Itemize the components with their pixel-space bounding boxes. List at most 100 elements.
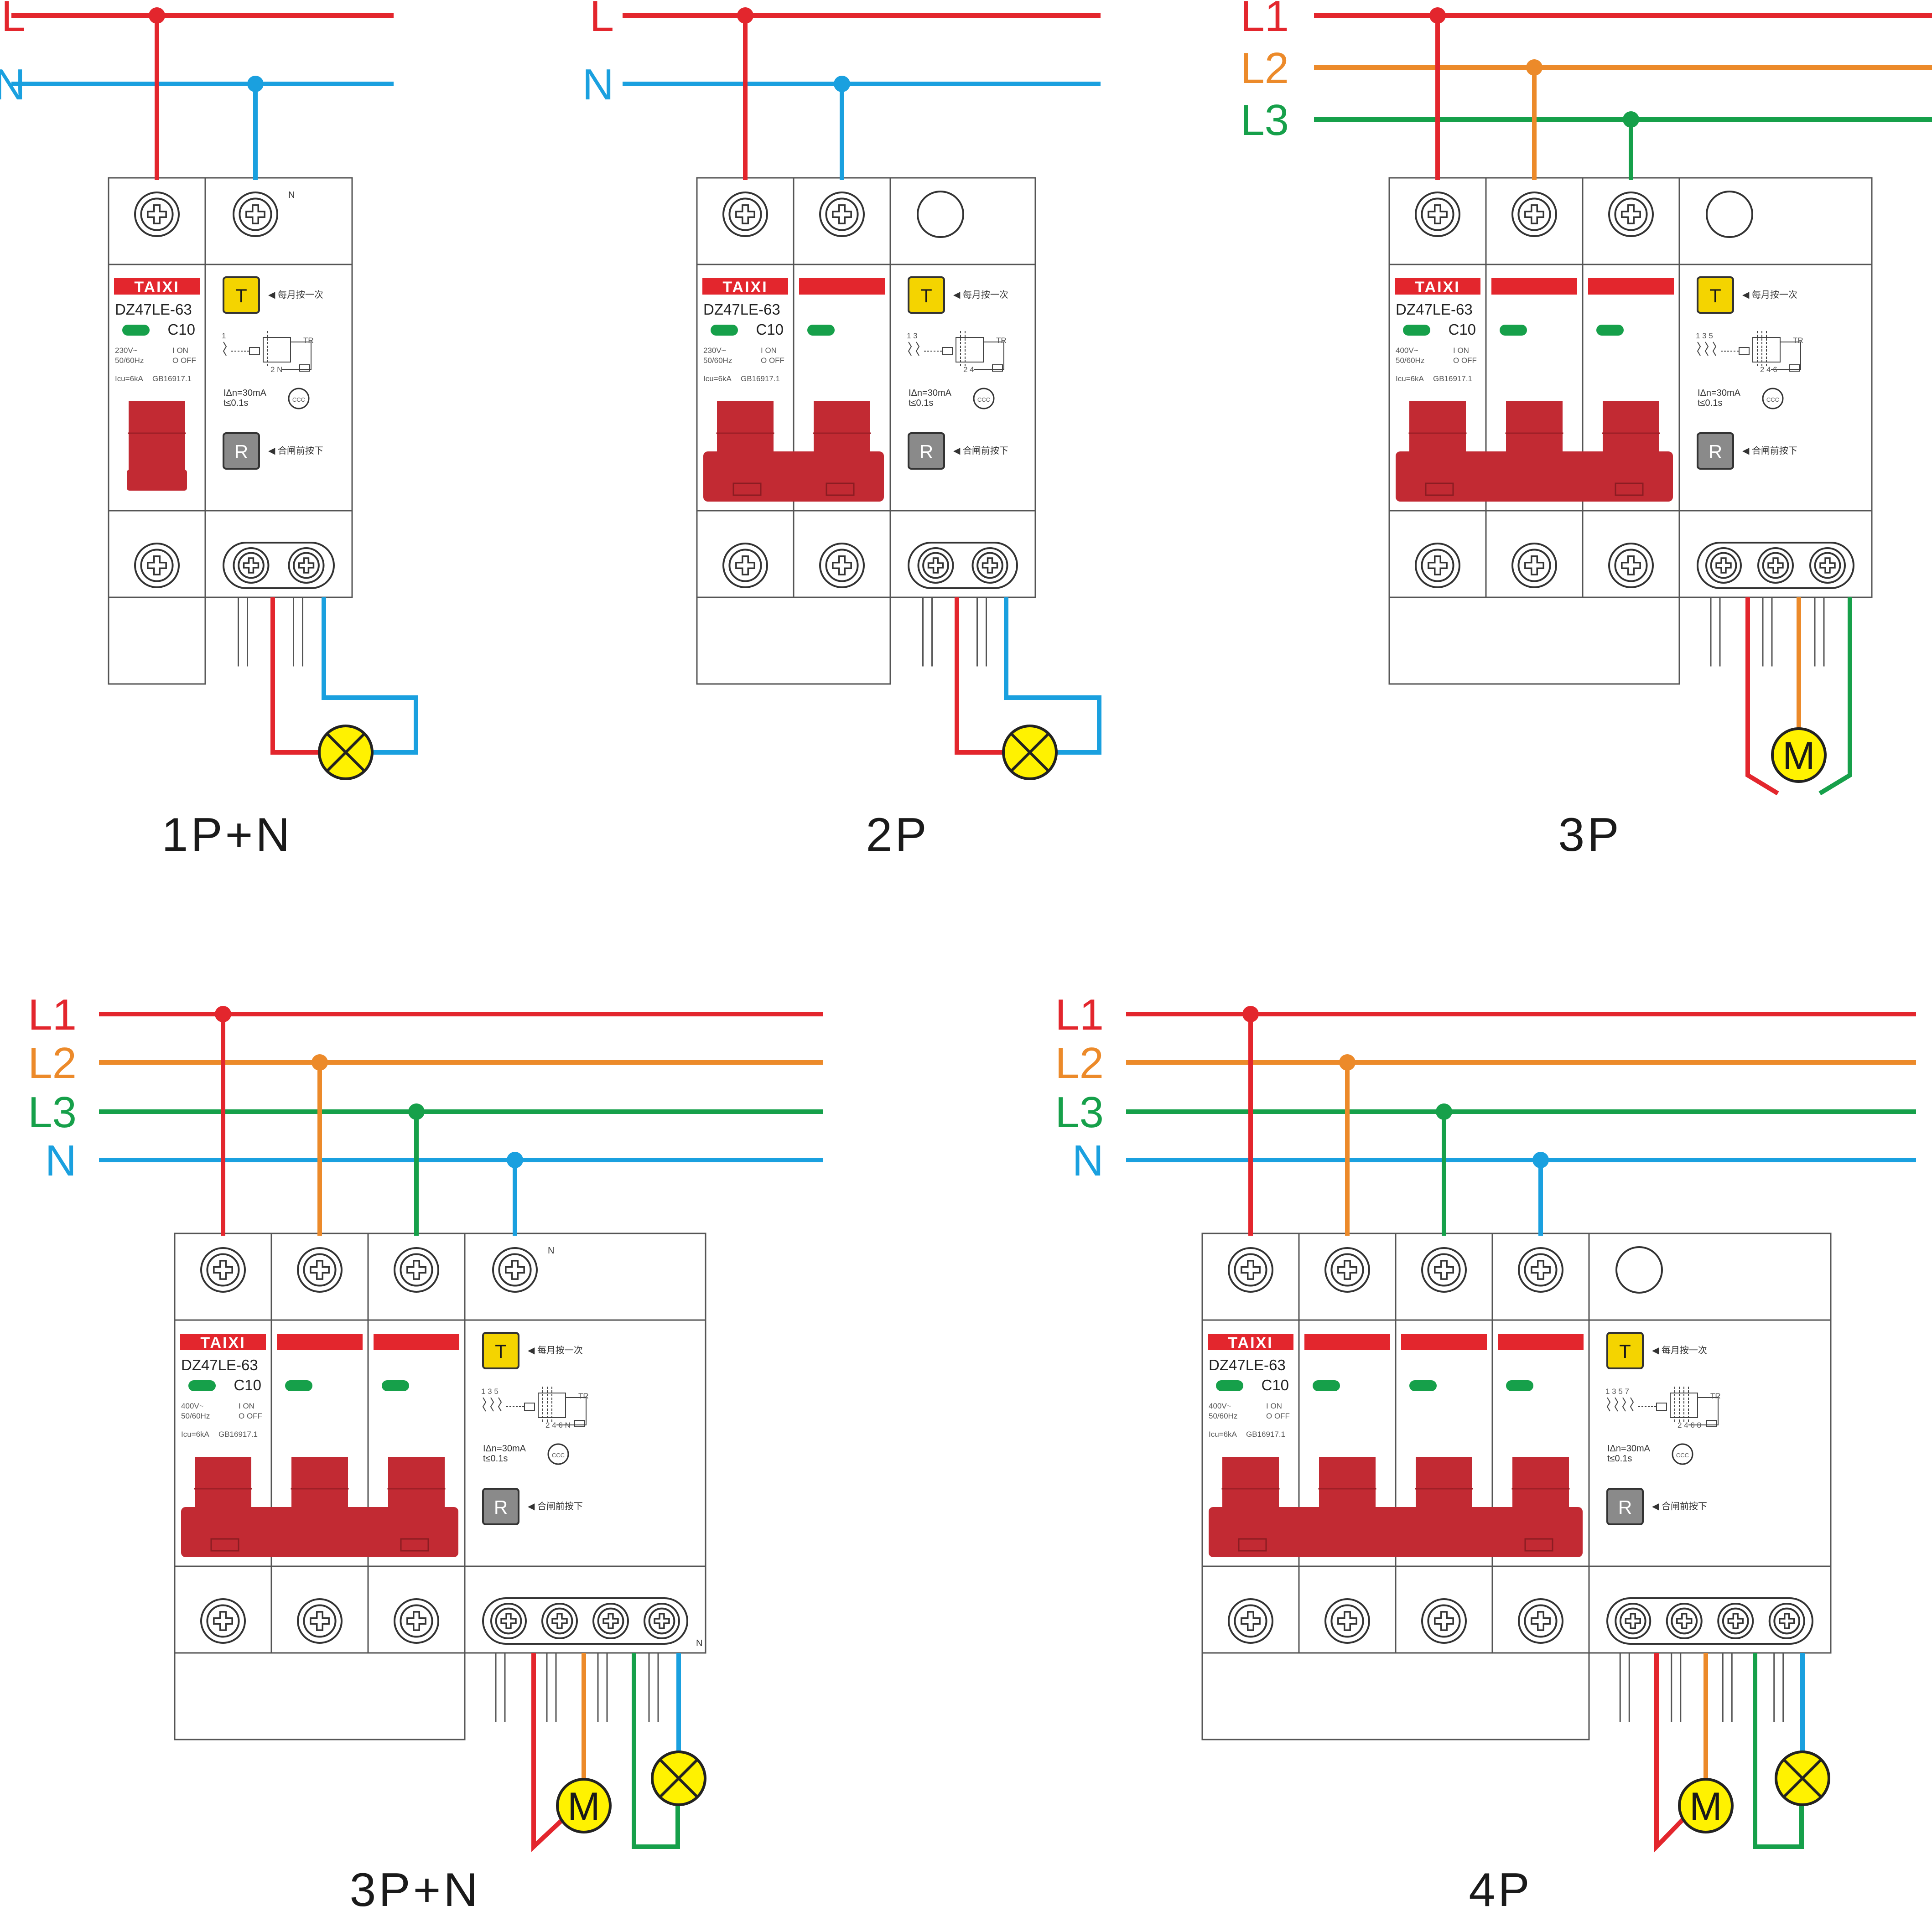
reset-note: ◀ 合闸前按下	[1742, 445, 1797, 456]
symbol-bottom-labels: 2 4 6	[1760, 365, 1777, 374]
load-wire-l1	[1745, 597, 1779, 796]
bottom-terminal-screw-icon	[134, 543, 180, 588]
status-indicator	[188, 1380, 216, 1391]
line-label-n: N	[1072, 1136, 1104, 1185]
voltage-label: 400V~	[1396, 346, 1418, 355]
status-indicator	[382, 1380, 409, 1391]
junction-dot	[149, 7, 165, 24]
voltage-label: 400V~	[1209, 1402, 1231, 1410]
symbol-terminal-labels: 1	[222, 331, 226, 340]
handle-tie-bar	[1209, 1507, 1583, 1557]
junction-dot	[215, 1006, 231, 1022]
bottom-terminal-screw-icon	[1608, 543, 1654, 588]
motor-letter: M	[567, 1785, 600, 1828]
tie-bar-slot	[732, 482, 762, 496]
tie-bar-slot	[1238, 1538, 1267, 1552]
icu-label: Icu=6kA	[115, 374, 144, 383]
lamp-load-icon	[651, 1750, 706, 1806]
standard-label: GB16917.1	[1246, 1430, 1285, 1439]
junction-dot	[1242, 1006, 1259, 1022]
frequency-label: 50/60Hz	[115, 356, 144, 365]
load-wire-l	[270, 597, 319, 755]
neutral-mark: N	[288, 190, 295, 200]
blank-terminal-icon	[1615, 1246, 1663, 1294]
neutral-terminal-screw-icon	[233, 192, 278, 237]
junction-dot	[1429, 7, 1446, 24]
output-terminal-bar	[482, 1597, 688, 1645]
on-label: I ON	[1453, 346, 1469, 355]
motor-load-icon: M	[556, 1778, 612, 1833]
junction-dot	[1436, 1103, 1452, 1120]
ccc-mark: CCC	[552, 1452, 565, 1459]
neutral-mark: N	[548, 1246, 554, 1256]
model-number: DZ47LE-63	[1209, 1357, 1286, 1373]
ccc-mark-icon	[288, 388, 310, 409]
output-terminal-screw-icon	[644, 1603, 680, 1639]
din-rail-base	[1388, 596, 1680, 685]
off-label: O OFF	[172, 356, 196, 365]
brand-logo: TAIXI	[200, 1334, 245, 1352]
off-label: O OFF	[239, 1412, 262, 1420]
symbol-bottom-labels: 2 4	[963, 365, 974, 374]
lamp-load-icon	[318, 725, 374, 780]
tie-bar-slot	[1524, 1538, 1553, 1552]
model-number: DZ47LE-63	[115, 301, 192, 318]
top-terminal-screw-icon	[134, 192, 180, 237]
standard-label: GB16917.1	[152, 374, 192, 383]
line-label-l1: L1	[28, 990, 77, 1039]
brand-bar	[1395, 278, 1480, 295]
status-indicator	[1313, 1380, 1340, 1391]
ccc-mark: CCC	[1676, 1452, 1689, 1459]
motor-letter: M	[1689, 1785, 1722, 1828]
line-label-l1: L1	[1240, 0, 1289, 41]
top-terminal-screw-icon	[200, 1247, 246, 1293]
reset-note: ◀ 合闸前按下	[528, 1501, 583, 1512]
frequency-label: 50/60Hz	[1209, 1412, 1237, 1420]
status-indicator	[122, 325, 150, 336]
symbol-trip-mark: TR	[303, 336, 314, 345]
trip-time-label: t≤0.1s	[1607, 1454, 1632, 1464]
tie-bar-slot	[826, 482, 855, 496]
junction-dot	[408, 1103, 425, 1120]
line-label-n: N	[0, 60, 26, 109]
trip-time-label: t≤0.1s	[1698, 398, 1722, 408]
symbol-test-resistor	[574, 1420, 585, 1427]
icu-label: Icu=6kA	[181, 1430, 210, 1439]
test-button-letter: T	[920, 285, 932, 306]
output-terminal-screw-icon	[1809, 547, 1846, 584]
rating-label: C10	[1261, 1377, 1289, 1393]
brand-logo: TAIXI	[134, 279, 179, 296]
bottom-terminal-screw-icon	[297, 1598, 343, 1644]
residual-current-label: IΔn=30mA	[1698, 388, 1741, 398]
status-indicator	[1216, 1380, 1243, 1391]
diagram-caption: 3P	[1558, 808, 1621, 861]
test-button	[1697, 276, 1734, 314]
bottom-terminal-screw-icon	[1228, 1598, 1273, 1644]
symbol-relay	[1656, 1403, 1667, 1411]
junction-dot	[737, 7, 753, 24]
handle-tie-bar	[703, 451, 884, 502]
output-terminal-screw-icon	[541, 1603, 578, 1639]
symbol-relay	[942, 347, 953, 355]
top-terminal-screw-icon	[1608, 192, 1654, 237]
brand-logo: TAIXI	[722, 279, 768, 296]
reset-button-letter: R	[234, 441, 248, 462]
line-label-l3: L3	[1240, 96, 1289, 145]
lamp-load-icon	[1775, 1750, 1830, 1806]
load-wire-l3	[632, 1653, 680, 1849]
blank-terminal-icon	[1706, 191, 1753, 238]
off-label: O OFF	[1266, 1412, 1290, 1420]
din-rail-base	[696, 596, 891, 685]
symbol-relay	[1739, 347, 1750, 355]
bottom-terminal-screw-icon	[1421, 1598, 1467, 1644]
output-terminal-screw-icon	[1768, 1603, 1805, 1639]
load-wire-l1	[1654, 1653, 1685, 1853]
voltage-label: 230V~	[115, 346, 138, 355]
off-label: O OFF	[1453, 356, 1477, 365]
reset-button	[908, 432, 945, 470]
